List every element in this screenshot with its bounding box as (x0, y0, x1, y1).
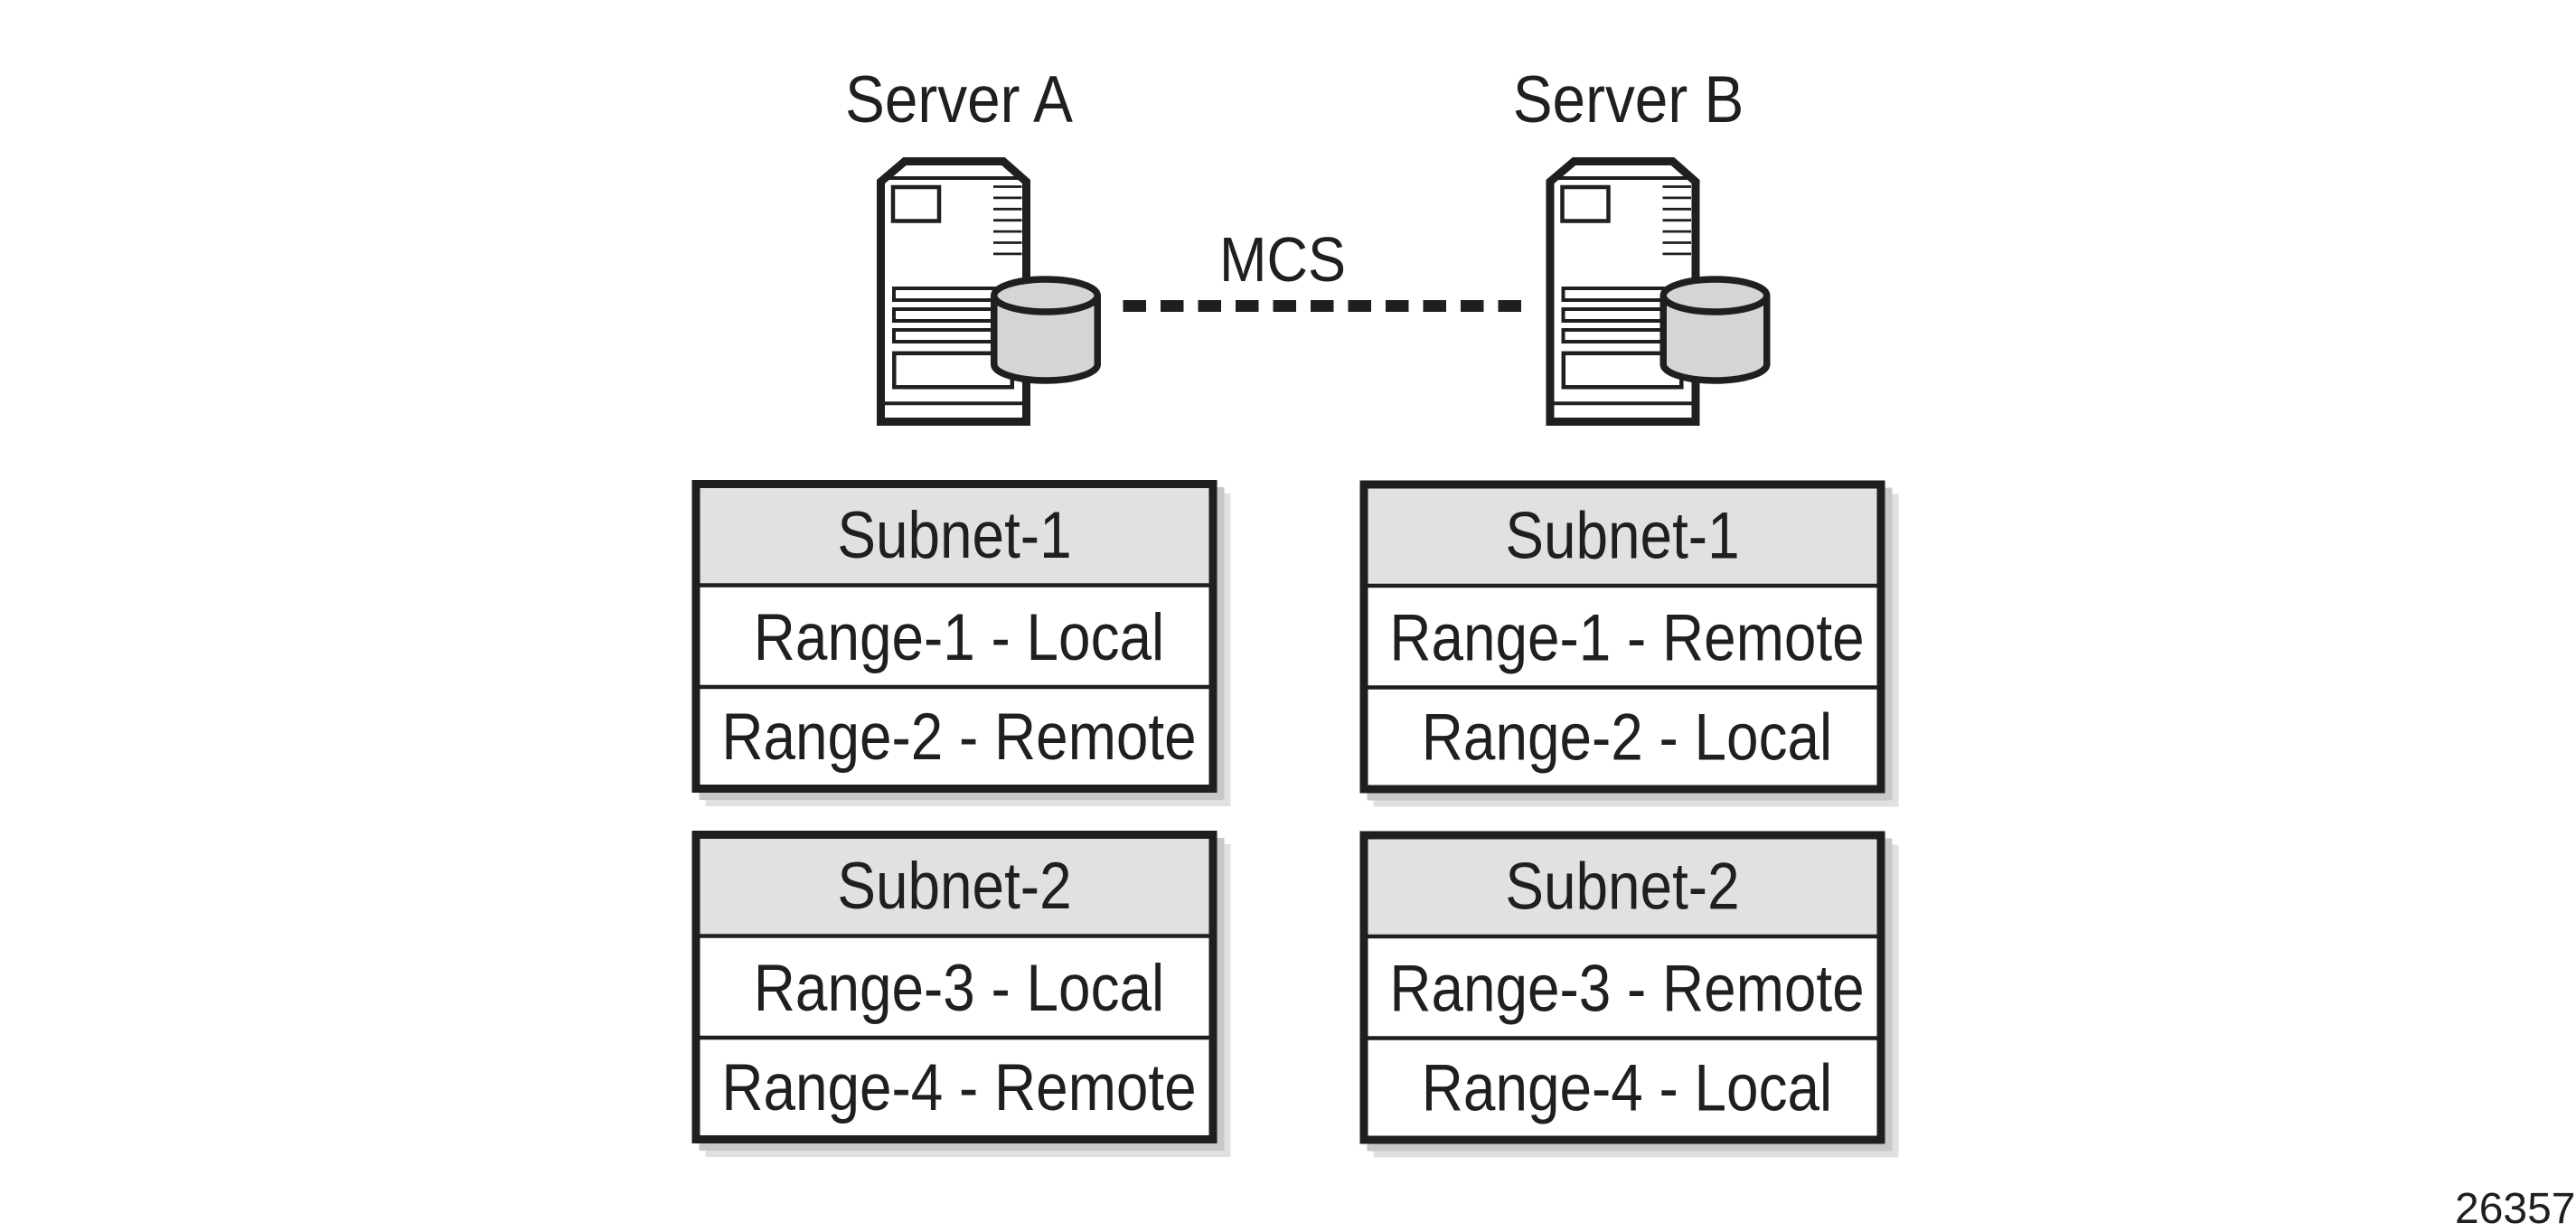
svg-text:Range-3 - Local: Range-3 - Local (754, 951, 1164, 1025)
svg-text:Subnet-1: Subnet-1 (837, 498, 1071, 572)
svg-text:Range-3 - Remote: Range-3 - Remote (1389, 952, 1864, 1026)
svg-text:Server A: Server A (845, 62, 1074, 136)
svg-text:Range-1 - Remote: Range-1 - Remote (1389, 601, 1864, 675)
svg-text:Range-1 - Local: Range-1 - Local (754, 600, 1164, 674)
svg-text:Range-4 - Local: Range-4 - Local (1422, 1051, 1832, 1125)
svg-text:Server B: Server B (1513, 62, 1744, 136)
svg-text:Range-4 - Remote: Range-4 - Remote (721, 1050, 1196, 1124)
svg-text:Subnet-1: Subnet-1 (1505, 499, 1739, 573)
svg-text:Subnet-2: Subnet-2 (1505, 850, 1739, 924)
svg-text:26357: 26357 (2455, 1185, 2575, 1232)
svg-text:Subnet-2: Subnet-2 (837, 849, 1071, 923)
svg-text:MCS: MCS (1219, 225, 1346, 296)
svg-text:Range-2 - Remote: Range-2 - Remote (721, 700, 1196, 774)
svg-text:Range-2 - Local: Range-2 - Local (1422, 701, 1832, 775)
